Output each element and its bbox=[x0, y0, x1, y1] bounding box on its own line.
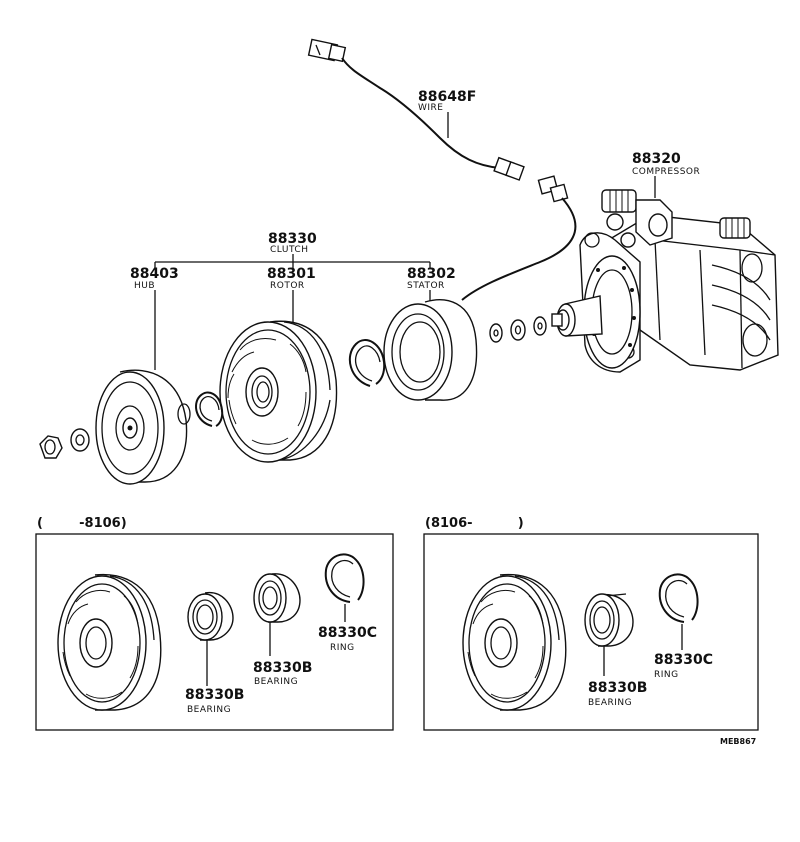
panel-left-ring-name: RING bbox=[330, 643, 355, 653]
panel-left-bearing-b-name: BEARING bbox=[254, 677, 298, 687]
panel-right-ring: 88330C RING bbox=[654, 573, 713, 680]
panel-right-bearing-name: BEARING bbox=[588, 698, 632, 708]
panel-left-ring-number: 88330C bbox=[318, 625, 377, 641]
wire-part-number: 88648F bbox=[418, 89, 476, 105]
shim-washer bbox=[533, 316, 547, 336]
rotor-snap-ring bbox=[195, 391, 224, 427]
panel-after-8106: (8106- ) 88330B BEARI bbox=[423, 516, 759, 731]
panel-left-bearing-a-name: BEARING bbox=[187, 705, 231, 715]
hub-part-number: 88403 bbox=[130, 266, 179, 282]
clutch-part-number: 88330 bbox=[268, 231, 317, 247]
hub-part-name: HUB bbox=[134, 281, 155, 291]
rotor-part-name: ROTOR bbox=[270, 281, 305, 291]
shim-washers bbox=[489, 316, 547, 343]
wire-connector-mid bbox=[493, 156, 525, 181]
panel-left-range: ( -8106) bbox=[37, 516, 127, 531]
panel-right-bearing: 88330B BEARING bbox=[584, 593, 647, 708]
panel-left-bearing-b-number: 88330B bbox=[253, 660, 312, 676]
clutch-label: 88330 CLUTCH bbox=[154, 231, 431, 268]
stator-part-name: STATOR bbox=[407, 281, 445, 291]
wire-harness bbox=[307, 38, 525, 181]
shim-washer bbox=[489, 323, 503, 343]
panel-right-rotor bbox=[462, 573, 567, 711]
stator bbox=[383, 299, 478, 401]
stator-snap-ring bbox=[348, 339, 386, 387]
rotor-part-number: 88301 bbox=[267, 266, 316, 282]
diagram-code: MEB867 bbox=[720, 737, 756, 746]
panel-left-frame bbox=[35, 533, 394, 731]
compressor-body bbox=[551, 189, 779, 373]
panel-left-bearing-b: 88330B BEARING bbox=[253, 573, 312, 687]
hub-washer bbox=[70, 428, 90, 452]
panel-right-bearing-number: 88330B bbox=[588, 680, 647, 696]
panel-right-ring-name: RING bbox=[654, 670, 679, 680]
panel-left-bearing-a-number: 88330B bbox=[185, 687, 244, 703]
panel-left-bearing-a: 88330B BEARING bbox=[185, 591, 244, 715]
rotor bbox=[219, 320, 338, 463]
panel-right-frame bbox=[423, 533, 759, 731]
panel-right-ring-number: 88330C bbox=[654, 652, 713, 668]
hub bbox=[95, 369, 191, 485]
shim-washer bbox=[510, 319, 526, 341]
hub-nut bbox=[39, 435, 63, 459]
clutch-part-name: CLUTCH bbox=[270, 245, 308, 255]
stator-lead-wire bbox=[461, 175, 577, 301]
panel-left-ring: 88330C RING bbox=[318, 553, 377, 653]
rotor-label: 88301 ROTOR bbox=[267, 266, 316, 322]
stator-part-number: 88302 bbox=[407, 266, 456, 282]
wire-part-name: WIRE bbox=[418, 103, 444, 113]
panel-right-range: (8106- ) bbox=[425, 516, 524, 531]
hub-label: 88403 HUB bbox=[130, 266, 179, 370]
stator-connector bbox=[537, 175, 569, 203]
wire-label: 88648F WIRE bbox=[418, 89, 476, 138]
panel-before-8106: ( -8106) 88330B BEARING bbox=[35, 516, 394, 731]
compressor-part-name: COMPRESSOR bbox=[632, 167, 700, 177]
wire-connector-top bbox=[307, 38, 347, 63]
stator-label: 88302 STATOR bbox=[407, 266, 456, 305]
compressor-label: 88320 COMPRESSOR bbox=[632, 151, 700, 198]
panel-left-rotor bbox=[57, 573, 162, 711]
compressor-part-number: 88320 bbox=[632, 151, 681, 167]
